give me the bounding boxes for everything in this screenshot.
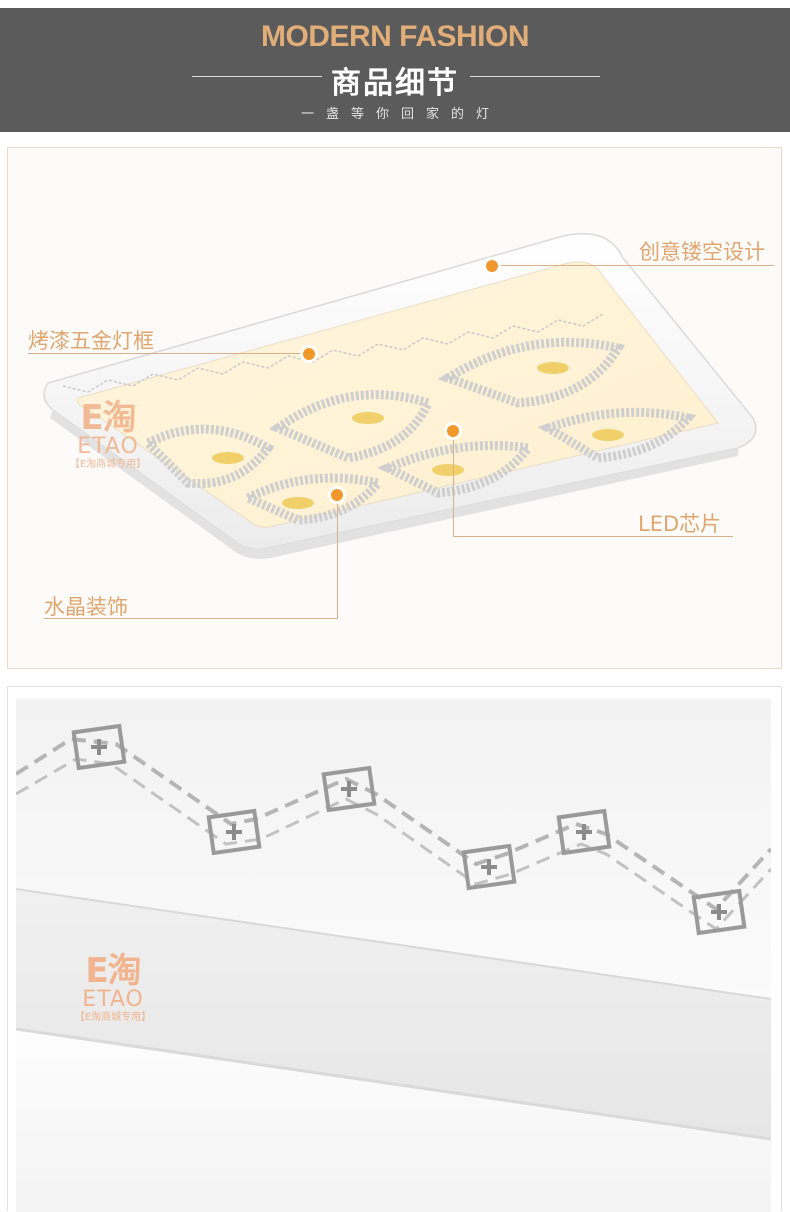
watermark-en-2: ETAO bbox=[82, 987, 144, 1012]
callout-led-line bbox=[453, 536, 733, 537]
callout-hollow-design-line bbox=[496, 265, 774, 266]
callout-crystal: 水晶装饰 bbox=[44, 595, 128, 619]
callout-led: LED芯片 bbox=[638, 512, 722, 536]
callout-led-vline bbox=[453, 431, 454, 536]
callout-crystal-dot bbox=[331, 489, 343, 501]
product-lamp-illustration bbox=[43, 232, 757, 559]
product-closeup-illustration bbox=[16, 699, 771, 1212]
product-overview-panel: 创意镂空设计 烤漆五金灯框 LED芯片 水晶装饰 E淘 ETAO 【E淘商城专用… bbox=[7, 147, 782, 669]
watermark-bottom: E淘 ETAO 【E淘商城专用】 bbox=[63, 953, 163, 1025]
watermark-small-2: 【E淘商城专用】 bbox=[74, 1012, 152, 1023]
callout-hollow-design: 创意镂空设计 bbox=[639, 240, 765, 264]
watermark-mark-2: E淘 bbox=[85, 951, 141, 991]
watermark-top: E淘 ETAO 【E淘商城专用】 bbox=[58, 400, 158, 472]
callout-led-dot bbox=[447, 425, 459, 437]
watermark-mark: E淘 bbox=[80, 398, 136, 438]
callout-frame: 烤漆五金灯框 bbox=[28, 329, 154, 353]
product-closeup-panel: E淘 ETAO 【E淘商城专用】 bbox=[7, 686, 782, 1212]
header-divider-right bbox=[470, 76, 600, 77]
watermark-en: ETAO bbox=[77, 434, 139, 459]
callout-hollow-design-dot bbox=[486, 260, 498, 272]
header-subtitle: 一盏等你回家的灯 bbox=[300, 107, 501, 122]
callout-crystal-vline bbox=[337, 495, 338, 618]
header-title-cn: 商品细节 bbox=[331, 66, 459, 101]
header-divider-left bbox=[192, 76, 322, 77]
watermark-small: 【E淘商城专用】 bbox=[69, 459, 147, 470]
callout-crystal-line bbox=[44, 618, 338, 619]
callout-frame-line bbox=[28, 353, 311, 354]
header-banner: MODERN FASHION 商品细节 一盏等你回家的灯 bbox=[0, 8, 790, 132]
header-title-en: MODERN FASHION bbox=[260, 20, 530, 53]
callout-frame-dot bbox=[303, 348, 315, 360]
